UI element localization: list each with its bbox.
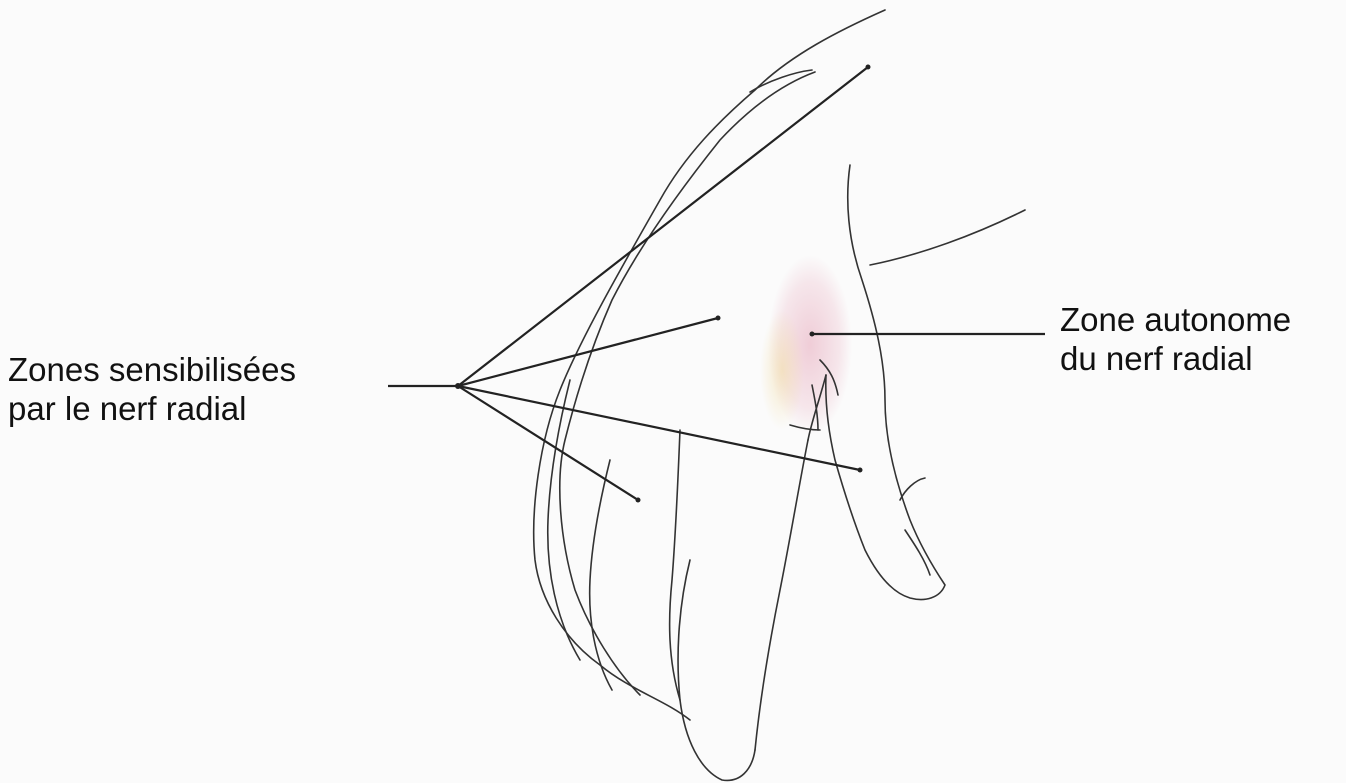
label-autonomous-line-1: Zone autonome (1060, 300, 1291, 339)
leader-lines (388, 67, 1045, 500)
label-sensitized-line-2: par le nerf radial (8, 389, 296, 428)
label-sensitized-line-1: Zones sensibilisées (8, 350, 296, 389)
autonomous-zone-shading (760, 255, 852, 435)
label-autonomous-line-2: du nerf radial (1060, 339, 1291, 378)
label-autonomous-zone: Zone autonome du nerf radial (1060, 300, 1291, 378)
leader-line-middle (458, 386, 638, 500)
label-sensitized-zones: Zones sensibilisées par le nerf radial (8, 350, 296, 428)
leader-line-dorsum (458, 318, 718, 386)
